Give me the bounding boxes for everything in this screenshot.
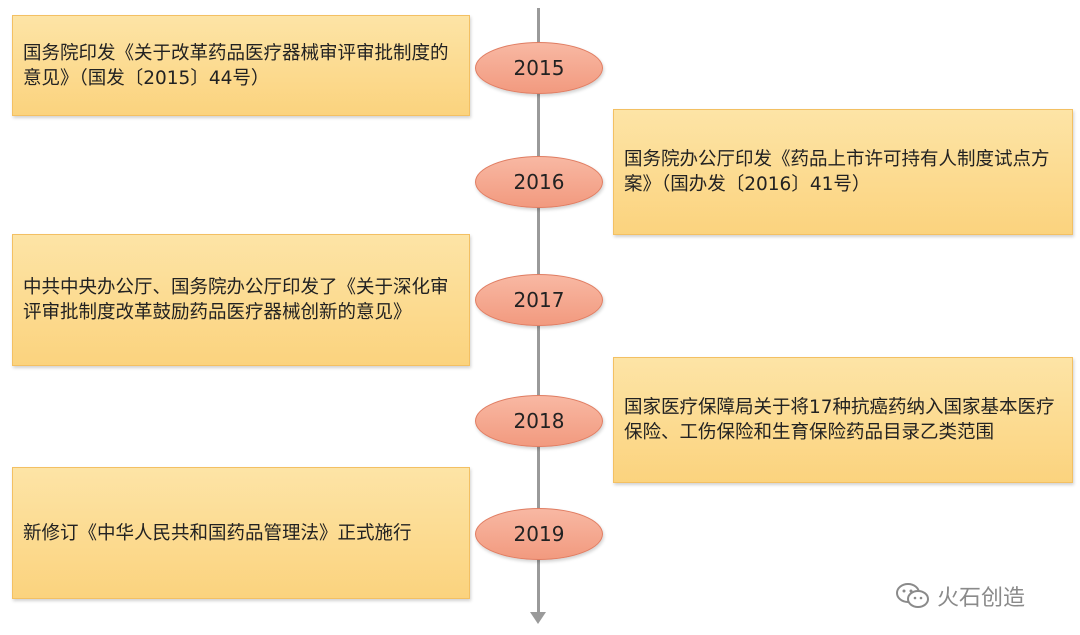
- event-text: 国家医疗保障局关于将17种抗癌药纳入国家基本医疗保险、工伤保险和生育保险药品目录…: [624, 397, 1055, 443]
- event-box-2015: 国务院印发《关于改革药品医疗器械审评审批制度的意见》（国发〔2015〕44号）: [12, 15, 470, 116]
- event-text: 新修订《中华人民共和国药品管理法》正式施行: [23, 522, 412, 544]
- year-node-2017: 2017: [475, 274, 603, 326]
- year-label: 2019: [513, 522, 565, 546]
- year-node-2019: 2019: [475, 508, 603, 560]
- year-label: 2016: [513, 170, 565, 194]
- year-label: 2018: [513, 409, 565, 433]
- event-box-2018: 国家医疗保障局关于将17种抗癌药纳入国家基本医疗保险、工伤保险和生育保险药品目录…: [613, 357, 1073, 483]
- timeline-arrow: [530, 612, 546, 624]
- event-text: 中共中央办公厅、国务院办公厅印发了《关于深化审评审批制度改革鼓励药品医疗器械创新…: [23, 277, 449, 323]
- year-label: 2015: [513, 56, 565, 80]
- year-node-2015: 2015: [475, 42, 603, 94]
- event-text: 国务院印发《关于改革药品医疗器械审评审批制度的意见》（国发〔2015〕44号）: [23, 42, 449, 89]
- wechat-icon: [895, 582, 931, 610]
- watermark-text: 火石创造: [937, 586, 1026, 611]
- event-text: 国务院办公厅印发《药品上市许可持有人制度试点方案》（国办发〔2016〕41号）: [624, 149, 1050, 195]
- event-box-2016: 国务院办公厅印发《药品上市许可持有人制度试点方案》（国办发〔2016〕41号）: [613, 109, 1073, 235]
- year-label: 2017: [513, 288, 565, 312]
- year-node-2018: 2018: [475, 395, 603, 447]
- year-node-2016: 2016: [475, 156, 603, 208]
- event-box-2019: 新修订《中华人民共和国药品管理法》正式施行: [12, 467, 470, 599]
- event-box-2017: 中共中央办公厅、国务院办公厅印发了《关于深化审评审批制度改革鼓励药品医疗器械创新…: [12, 234, 470, 366]
- watermark: 火石创造: [895, 582, 1026, 611]
